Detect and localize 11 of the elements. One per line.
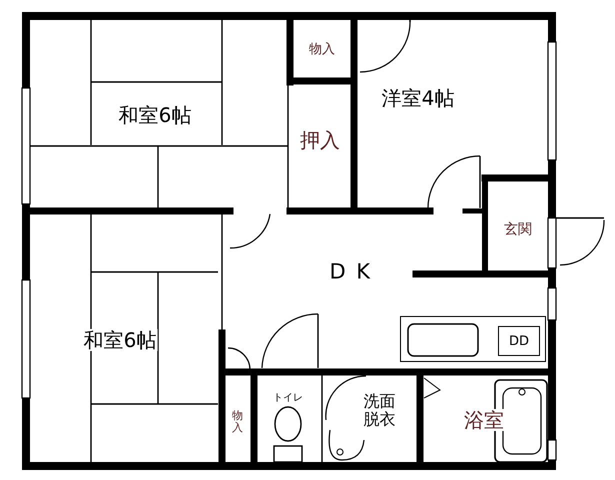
kitchen-counter — [400, 316, 546, 362]
room-label: 洋室4帖 — [380, 87, 456, 109]
room-label: 和室6帖 — [118, 104, 192, 126]
room-label: 玄関 — [503, 222, 533, 238]
room-label: 和室6帖 — [82, 329, 158, 351]
stove-box: DD — [498, 326, 540, 356]
room-label: 浴室 — [463, 409, 505, 431]
room-label: 押入 — [299, 129, 341, 151]
room-label: 洗面脱衣 — [362, 392, 398, 428]
room-label: 物入 — [308, 42, 336, 58]
room-label: 物入 — [232, 410, 244, 434]
